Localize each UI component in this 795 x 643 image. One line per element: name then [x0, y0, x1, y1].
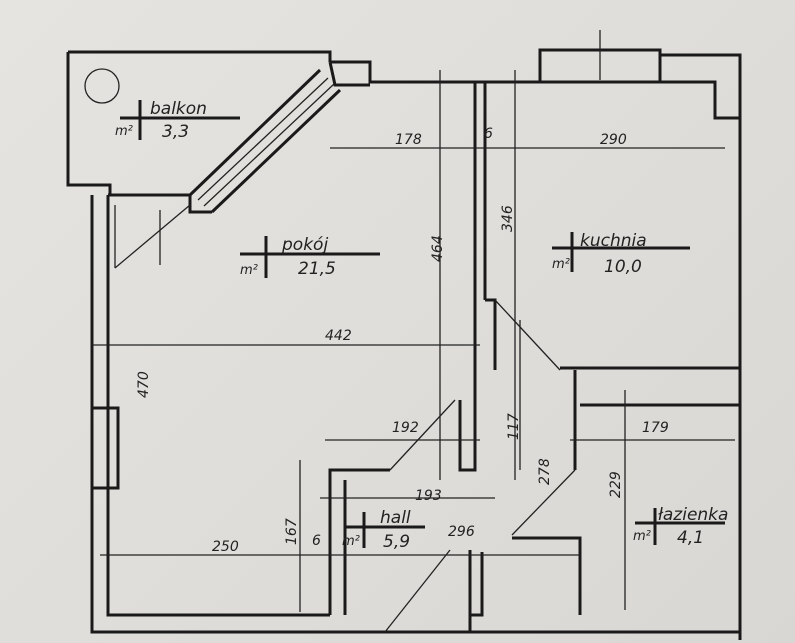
- dim-label: 250: [212, 539, 239, 555]
- room-name: łazienka: [658, 505, 728, 525]
- room-label-lazienka: łazienka m² 4,1: [633, 505, 728, 548]
- area-unit: m²: [633, 529, 651, 544]
- dim-label: 178: [395, 132, 422, 148]
- room-area: 10,0: [604, 257, 642, 277]
- dim-label: 6: [484, 126, 493, 142]
- room-name: kuchnia: [580, 231, 647, 251]
- area-unit: m²: [240, 263, 258, 278]
- dim-label: 167: [284, 518, 300, 545]
- dim-label: 179: [642, 420, 669, 436]
- area-unit: m²: [115, 124, 133, 139]
- room-name: hall: [380, 508, 411, 528]
- dim-label: 6: [312, 533, 321, 549]
- dim-label: 278: [537, 458, 553, 485]
- dim-label: 192: [392, 420, 419, 436]
- room-area: 4,1: [677, 528, 704, 548]
- room-area: 5,9: [383, 532, 410, 552]
- dim-label: 193: [415, 488, 442, 504]
- walls: [66, 48, 742, 640]
- area-unit: m²: [342, 534, 360, 549]
- room-name: pokój: [281, 235, 328, 255]
- dim-label: 296: [448, 524, 475, 540]
- room-name: balkon: [150, 99, 207, 119]
- dim-label: 442: [325, 328, 352, 344]
- dim-label: 290: [600, 132, 627, 148]
- dim-label: 464: [430, 235, 446, 262]
- room-label-hall: hall m² 5,9: [342, 508, 425, 552]
- area-unit: m²: [552, 257, 570, 272]
- dimension-labels: 178 6 290 464 346 442 470 192 117 179 19…: [136, 126, 669, 555]
- dim-label: 117: [506, 413, 522, 440]
- dimension-lines: [92, 30, 735, 612]
- room-area: 21,5: [298, 259, 336, 279]
- dim-label: 229: [608, 471, 624, 498]
- dim-label: 346: [500, 205, 516, 232]
- room-label-balkon: balkon m² 3,3: [115, 99, 240, 142]
- room-area: 3,3: [162, 122, 189, 142]
- room-label-kuchnia: kuchnia m² 10,0: [552, 231, 690, 277]
- room-label-pokoj: pokój m² 21,5: [240, 235, 380, 279]
- dim-label: 470: [136, 371, 152, 398]
